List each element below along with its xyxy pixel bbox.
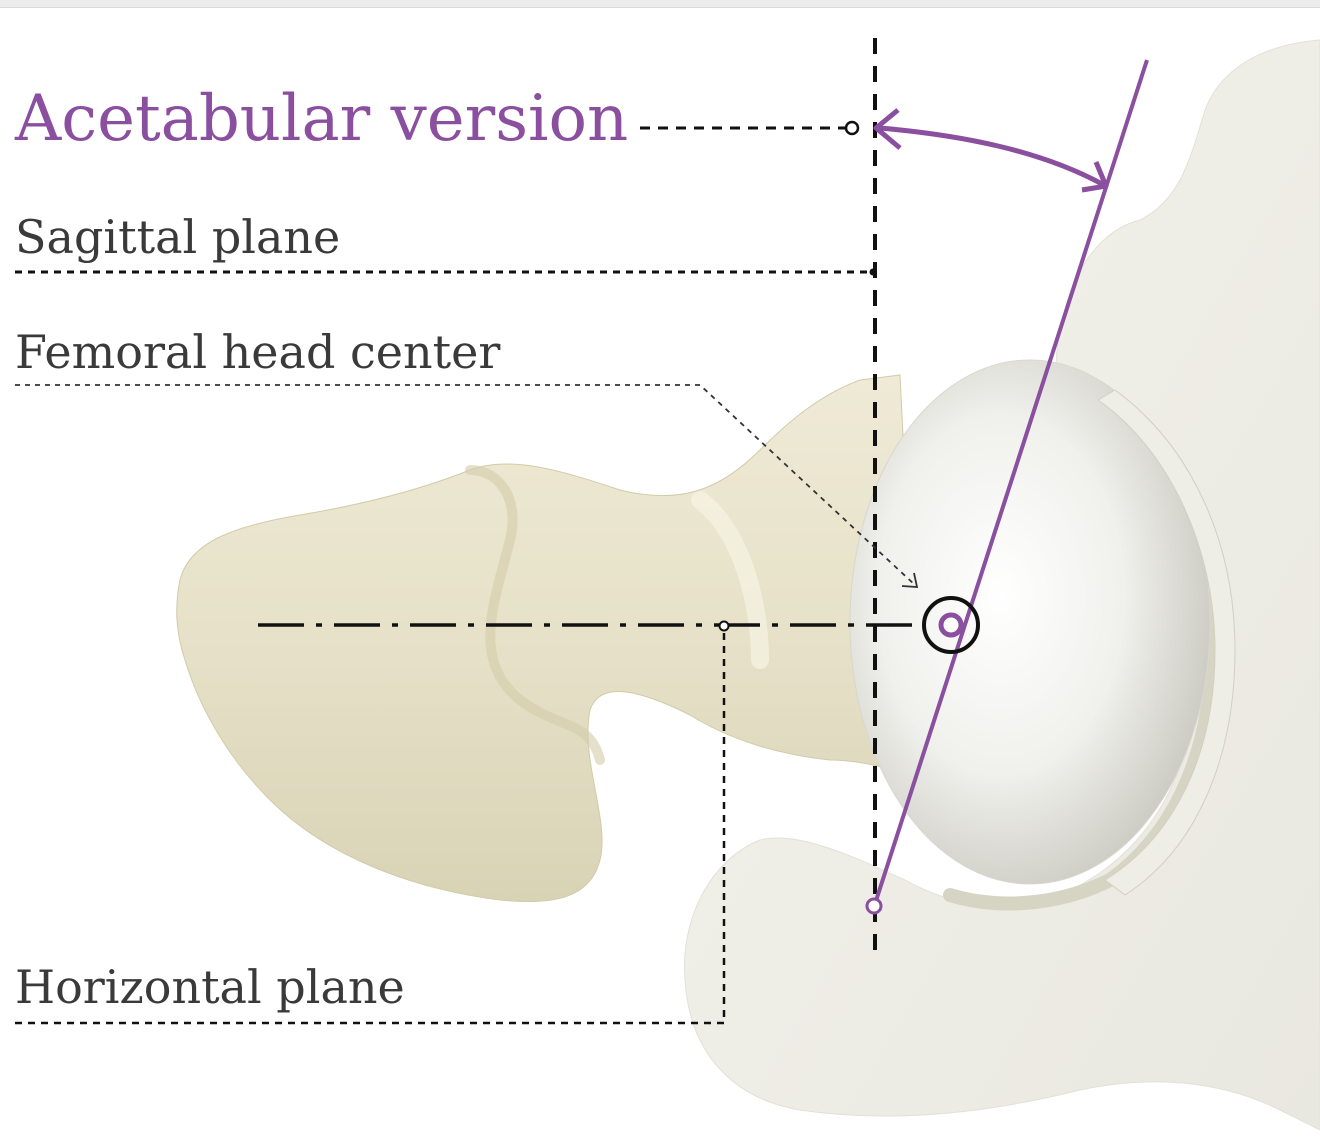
femoral-head-center-label: Femoral head center — [15, 325, 500, 379]
acetabular-version-label: Acetabular version — [14, 82, 628, 156]
femur-bone — [177, 375, 920, 902]
acetabular-axis-lower-dot — [867, 899, 881, 913]
horizontal-plane-leader-dot — [720, 622, 729, 631]
horizontal-plane-label: Horizontal plane — [15, 960, 405, 1014]
femoral-head-center-dot — [941, 615, 961, 635]
version-angle-arc — [880, 128, 1104, 185]
acetabular-version-leader-dot — [846, 122, 858, 134]
sagittal-plane-label: Sagittal plane — [15, 210, 340, 264]
sagittal-plane-leader-dot — [870, 269, 877, 276]
